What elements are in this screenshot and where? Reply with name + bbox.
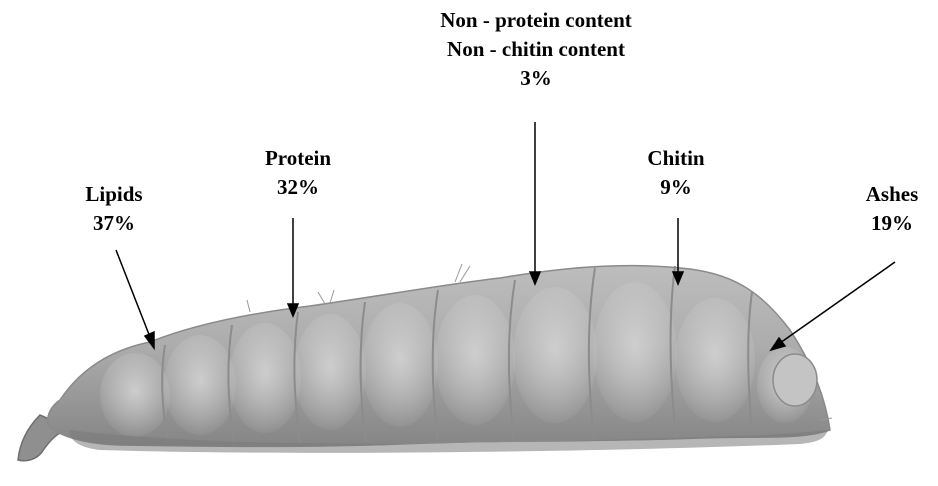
label-ashes-name: Ashes [866, 180, 919, 209]
label-chitin: Chitin 9% [647, 144, 704, 202]
label-ashes-value: 19% [866, 209, 919, 238]
larva-head [773, 354, 817, 406]
arrow-lipids [116, 250, 150, 337]
label-non-protein-line1: Non - protein content [440, 6, 632, 35]
larva-segments [100, 282, 813, 437]
label-lipids-name: Lipids [85, 180, 142, 209]
label-non-protein: Non - protein content Non - chitin conte… [440, 6, 632, 93]
label-lipids: Lipids 37% [85, 180, 142, 238]
label-non-protein-line2: Non - chitin content [440, 35, 632, 64]
label-ashes: Ashes 19% [866, 180, 919, 238]
label-chitin-name: Chitin [647, 144, 704, 173]
label-protein-value: 32% [265, 173, 331, 202]
label-non-protein-value: 3% [440, 64, 632, 93]
label-chitin-value: 9% [647, 173, 704, 202]
label-protein: Protein 32% [265, 144, 331, 202]
label-lipids-value: 37% [85, 209, 142, 238]
arrow-ashes [780, 262, 895, 343]
label-protein-name: Protein [265, 144, 331, 173]
